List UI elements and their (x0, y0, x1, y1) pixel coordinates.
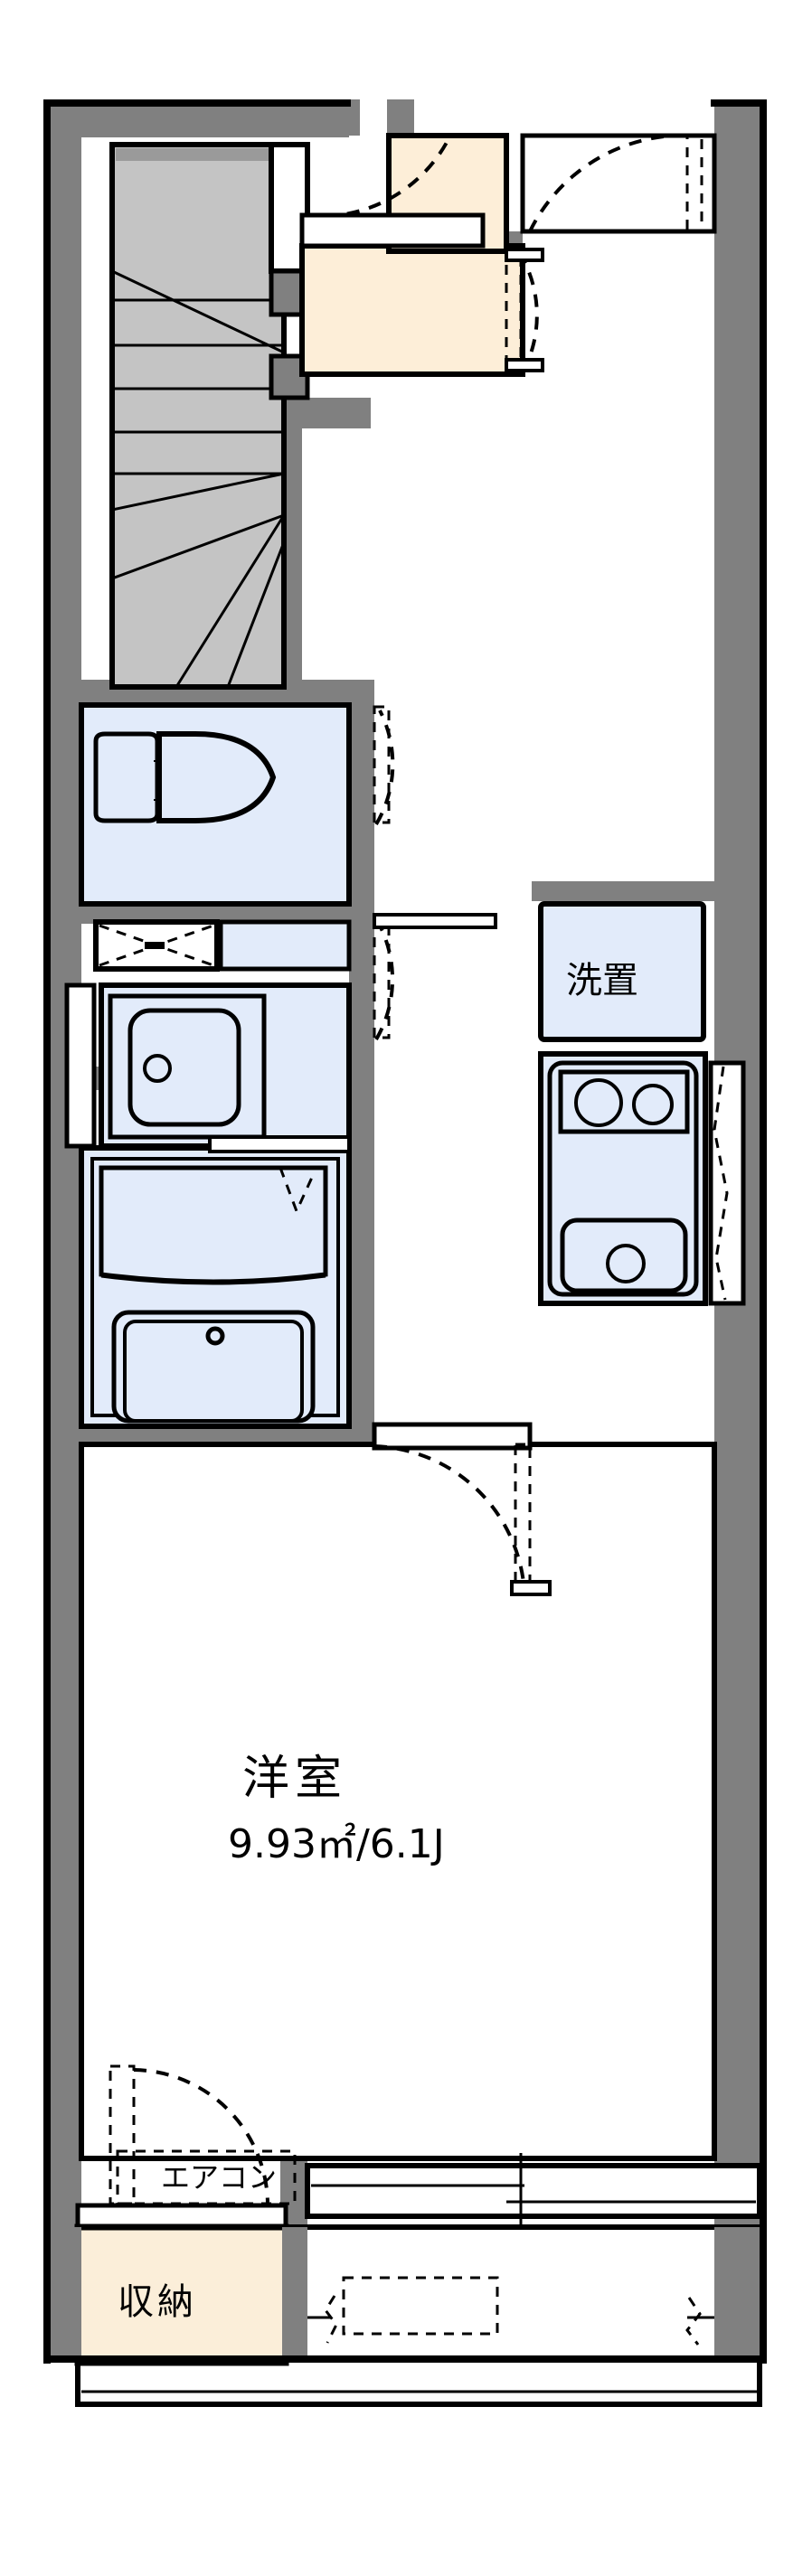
vanity-mirror (93, 919, 352, 972)
genkan-inner-door[interactable] (505, 248, 544, 373)
laundry-label: 洗置 (566, 960, 638, 1001)
sink-drain (606, 1244, 646, 1283)
toilet-tank (93, 731, 160, 823)
aircon-label: エアコン (161, 2160, 277, 2195)
room-door[interactable] (372, 1422, 552, 1596)
washer-space: 洗置 (532, 881, 716, 1042)
kitchen-folding-door-swing (713, 1066, 729, 1301)
toilet-bowl (156, 731, 277, 823)
entrance-door-swing (528, 133, 695, 232)
washbasin-bowl (127, 1008, 241, 1127)
stove-burner-small (632, 1084, 674, 1125)
stove-burner-large (574, 1078, 623, 1127)
entrance-door[interactable] (520, 133, 717, 234)
bathtub (99, 1165, 328, 1284)
balcony-storage-outline (342, 2276, 499, 2336)
room-door-swing (373, 1444, 526, 1594)
bath-door-swing (373, 913, 497, 1041)
closet-label-2: 収納 (118, 2281, 197, 2323)
outer-frame (43, 99, 767, 2364)
room-labels: 洋室 9.93㎡/6.1J (228, 1752, 445, 1867)
staircase (109, 142, 310, 690)
bathroom (79, 1135, 352, 1429)
wall-masses (51, 107, 760, 2240)
sliding-window (305, 2153, 762, 2231)
main-room (79, 1442, 717, 2161)
stair-door-swing (299, 135, 486, 249)
balcony: 収納 (74, 2223, 762, 2407)
washbasin-room (64, 982, 352, 1149)
page-title: 洋室 (242, 1752, 347, 1806)
room-area-label: 9.93㎡/6.1J (228, 1821, 445, 1867)
closet-door-swing (133, 2068, 269, 2205)
toilet-room (79, 702, 395, 907)
kitchen (538, 1051, 746, 1306)
aircon-unit: エアコン (109, 2064, 297, 2205)
